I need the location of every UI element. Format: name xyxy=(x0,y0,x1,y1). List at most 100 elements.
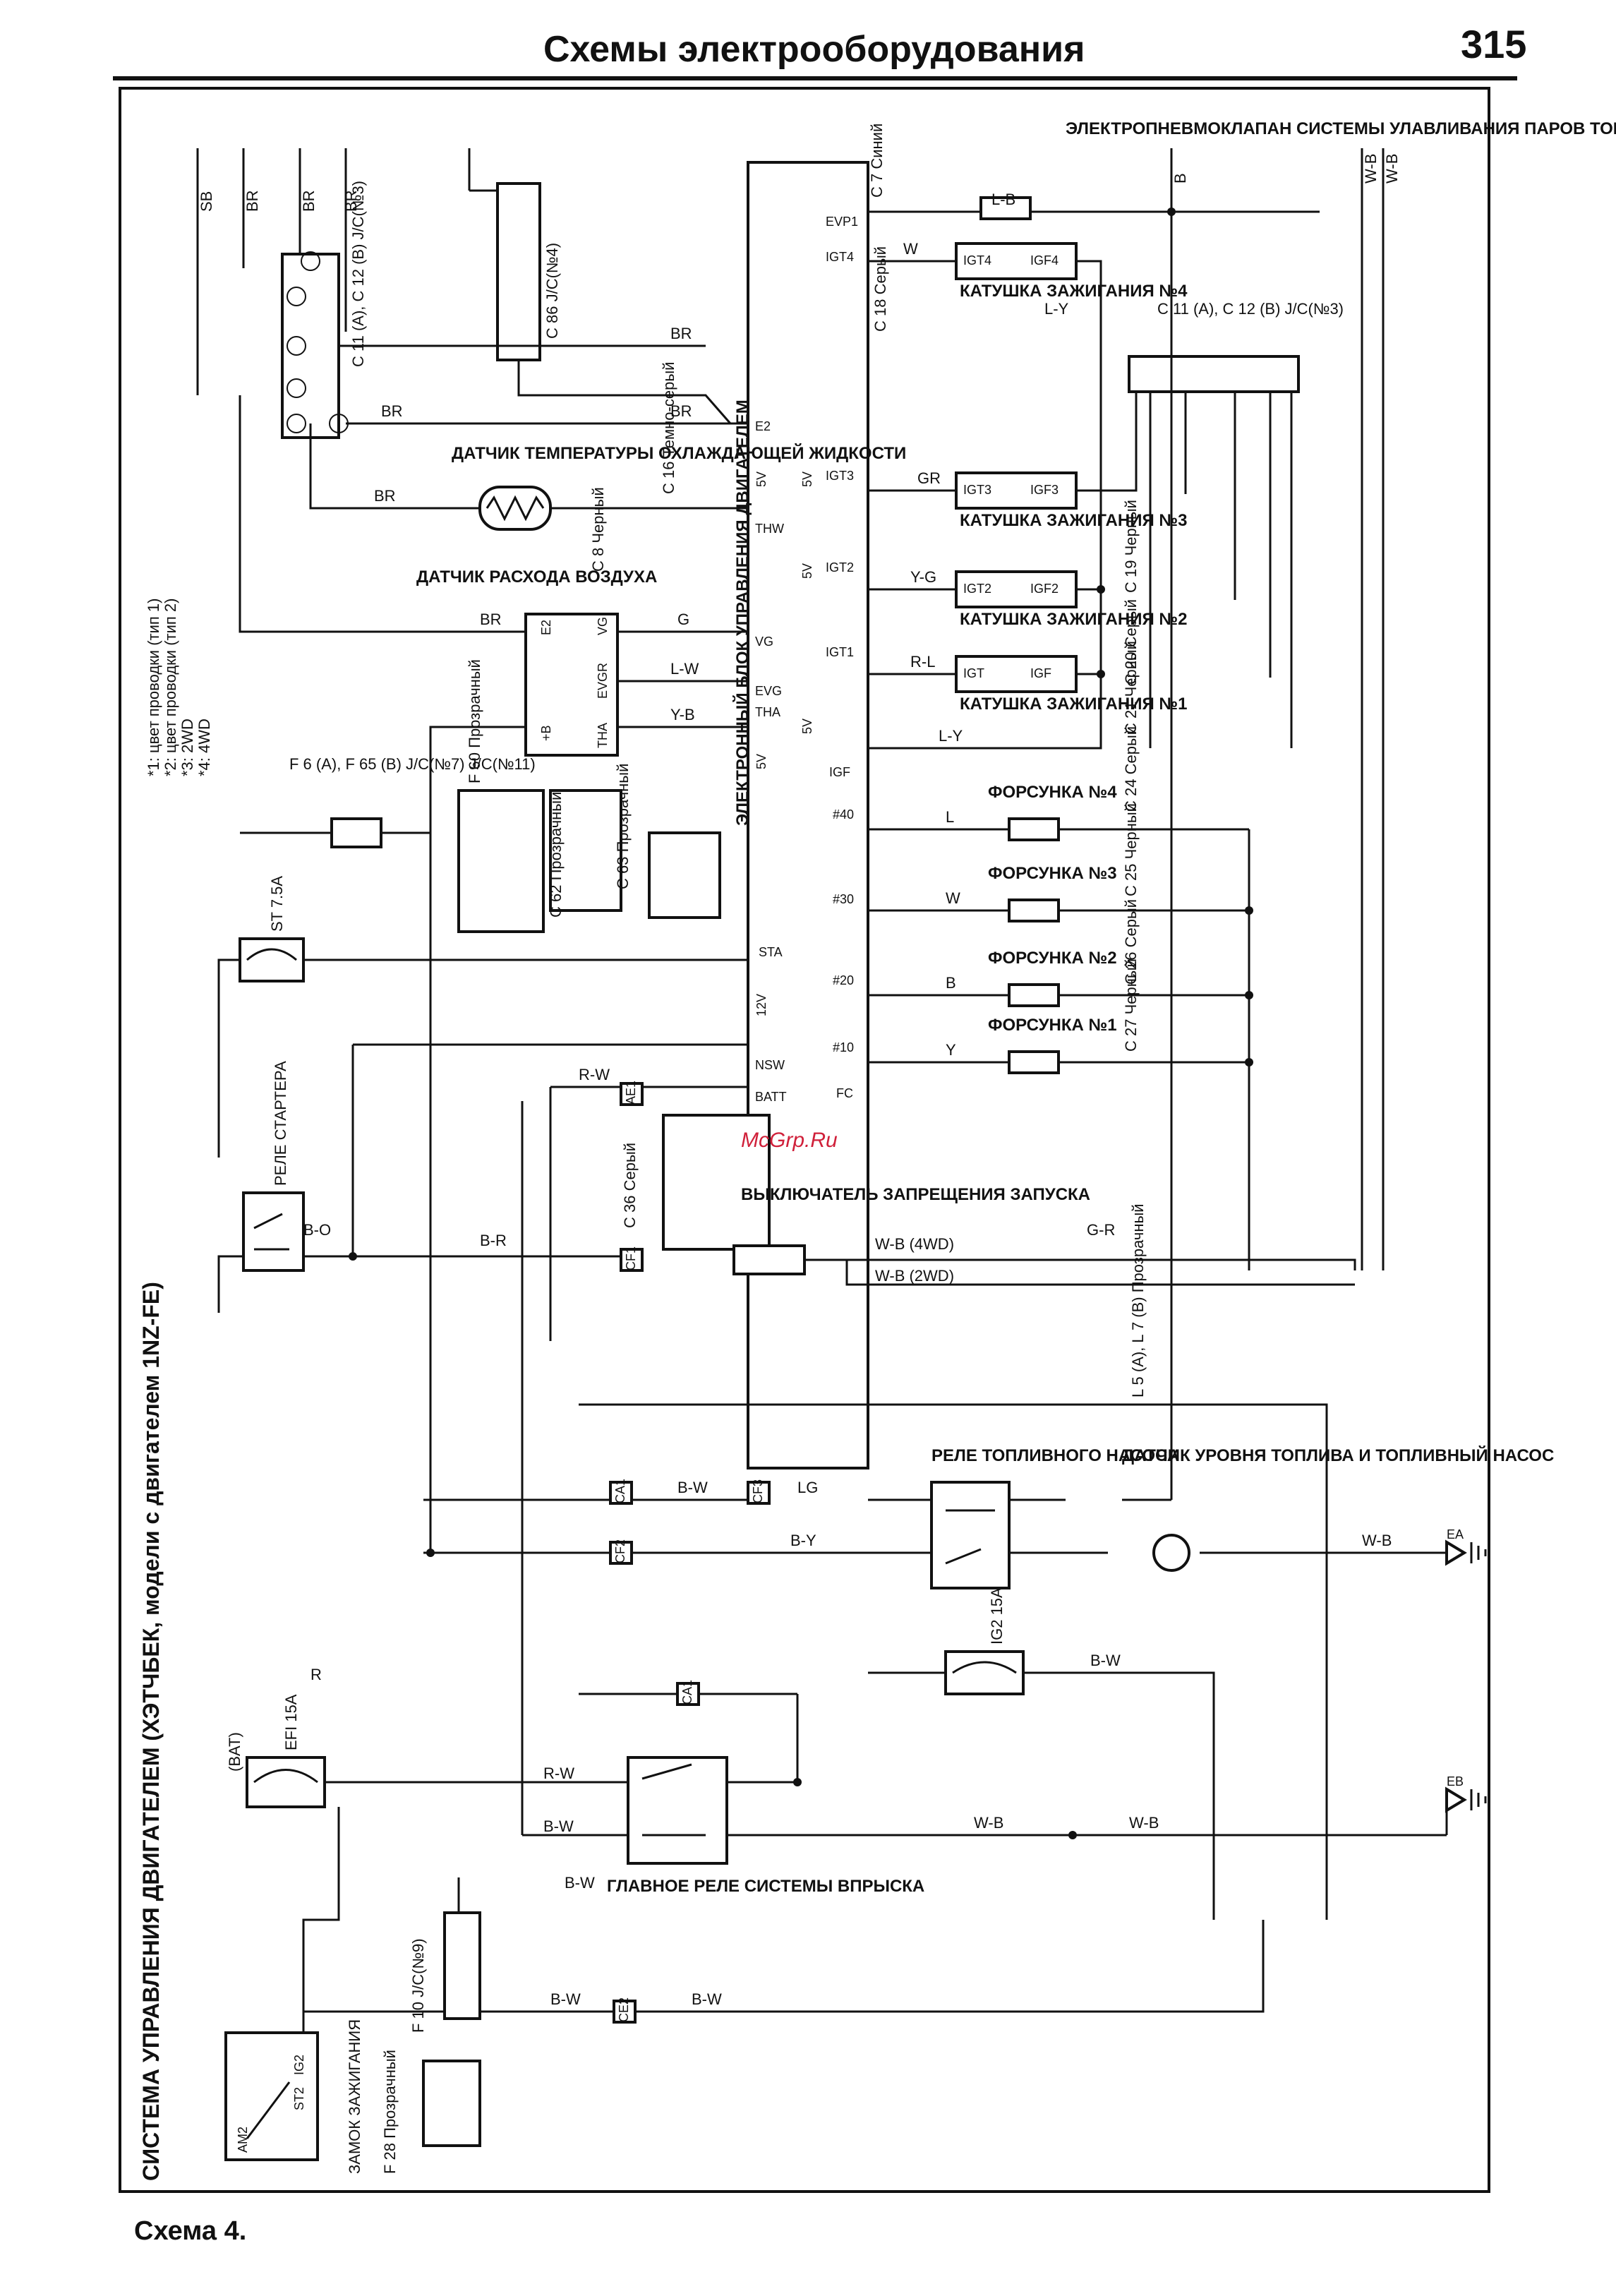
ecu-voltage-12v: 12V xyxy=(754,994,768,1016)
coil4-label: КАТУШКА ЗАЖИГАНИЯ №4 xyxy=(960,282,1188,301)
figure-caption: Схема 4. xyxy=(134,2216,247,2246)
injector1-connector-label: C 27 Черный xyxy=(1122,958,1140,1052)
top-wire-stubs: SB BR BR BR B W-B W-B xyxy=(196,148,1401,1270)
wire-label-wb-ea: W-B xyxy=(1362,1532,1392,1549)
fuel-pump-relay-label: РЕЛЕ ТОПЛИВНОГО НАСОСА xyxy=(931,1446,1179,1465)
ecu-voltage-5: 5V xyxy=(754,754,768,769)
fuse-ig2: IG2 15A xyxy=(868,1587,1215,1920)
ecu-terminal-evp1: EVP1 xyxy=(826,215,858,229)
ecu-terminals: EVP1 IGT4 E2 THW IGT3 IGT2 VG IGT1 EVG T… xyxy=(755,215,858,1104)
wire-label-b-inj2: B xyxy=(946,974,956,992)
wire-label-r: R xyxy=(310,1666,322,1683)
injectors: ФОРСУНКА №4 ФОРСУНКА №3 ФОРСУНКА №2 ФОРС… xyxy=(868,726,1250,1270)
ignition-coil-2: IGT2 IGF2 КАТУШКА ЗАЖИГАНИЯ №2 xyxy=(868,570,1187,629)
wire-label-lg: LG xyxy=(797,1479,818,1496)
jc7-11-block xyxy=(330,817,382,848)
ecu-terminal-igt2: IGT2 xyxy=(826,560,854,575)
watermark: McGrp.Ru xyxy=(741,1129,838,1152)
ecu-terminal-thw: THW xyxy=(755,522,784,536)
wire-label-yb: Y-B xyxy=(670,706,695,723)
coil4-igt: IGT4 xyxy=(963,253,991,268)
maf-pin-tha: THA xyxy=(596,723,610,748)
evap-valve: ЭЛЕКТРОПНЕВМОКЛАПАН СИСТЕМЫ УЛАВЛИВАНИЯ … xyxy=(868,119,1616,220)
coil4-connector-label: C 18 Серый xyxy=(872,246,889,332)
tag-ce2: CE2 xyxy=(617,1997,631,2022)
junction-dots xyxy=(349,208,1253,1839)
wire-label-wb-top-2: W-B xyxy=(1383,154,1401,184)
ecu-voltage-4: 5V xyxy=(800,719,814,734)
ignition-coil-4: IGT4 IGF4 КАТУШКА ЗАЖИГАНИЯ №4 xyxy=(868,242,1188,423)
wire-label-gr: GR xyxy=(917,469,941,487)
wire-label-lb: L-B xyxy=(991,191,1015,208)
tag-cf1: CF1 xyxy=(624,1246,638,1270)
ecu-terminal-30: #30 xyxy=(833,892,854,906)
footnotes: *1: цвет проводки (тип 1) *2: цвет прово… xyxy=(145,599,213,776)
wire-label-bw-1: B-W xyxy=(677,1479,708,1496)
injector2-connector-label: C 26 Серый xyxy=(1122,899,1140,985)
maf-pin-plusb: +B xyxy=(539,725,553,741)
ecu-terminal-sta: STA xyxy=(759,945,783,959)
ground-eb: EB xyxy=(1445,1774,1487,1813)
ecu-terminal-igt1: IGT1 xyxy=(826,645,854,659)
fuse-efi-label: EFI 15A xyxy=(282,1694,300,1750)
coil1-connector-label: C 21 Черный xyxy=(1122,641,1140,734)
ecu-terminal-evg: EVG xyxy=(755,684,782,698)
ecu-terminal-igt4: IGT4 xyxy=(826,250,854,264)
evap-valve-label: ЭЛЕКТРОПНЕВМОКЛАПАН СИСТЕМЫ УЛАВЛИВАНИЯ … xyxy=(1066,119,1616,138)
ecu-terminal-batt: BATT xyxy=(755,1090,787,1104)
fuel-gauge-pump: ДАТЧИК УРОВНЯ ТОПЛИВА И ТОПЛИВНЫЙ НАСОС … xyxy=(1122,1203,1554,1572)
injector3-label: ФОРСУНКА №3 xyxy=(988,864,1117,883)
wire-label-w-inj3: W xyxy=(946,889,960,907)
injector1-label: ФОРСУНКА №1 xyxy=(988,1016,1117,1035)
coil2-igt: IGT2 xyxy=(963,582,991,596)
igf-bus xyxy=(868,423,1102,750)
coolant-sensor-label: ДАТЧИК ТЕМПЕРАТУРЫ ОХЛАЖДАЮЩЕЙ ЖИДКОСТИ xyxy=(452,443,906,463)
coolant-sensor: ДАТЧИК ТЕМПЕРАТУРЫ ОХЛАЖДАЮЩЕЙ ЖИДКОСТИ … xyxy=(452,362,906,531)
jc7-11-label: F 6 (A), F 65 (B) J/C(№7) J/C(№11) xyxy=(289,755,536,773)
jc9-block: F 10 J/C(№9) xyxy=(303,1877,1265,2033)
maf-connector-label: C 8 Черный xyxy=(589,487,607,572)
ecu-terminal-tha: THA xyxy=(755,705,780,719)
wiring-note-2wd: W-B (2WD) xyxy=(875,1267,954,1285)
wire-label-lw: L-W xyxy=(670,660,699,678)
ignition-switch: IG2 ST2 AM2 ЗАМОК ЗАЖИГАНИЯ F 28 Прозрач… xyxy=(224,1807,481,2174)
coil3-igt: IGT3 xyxy=(963,483,991,497)
wire-label-sb: SB xyxy=(198,191,215,212)
coil1-label: КАТУШКА ЗАЖИГАНИЯ №1 xyxy=(960,695,1187,714)
wire-label-br-h2: BR xyxy=(374,487,396,505)
wire-label-br-h3: BR xyxy=(670,325,692,342)
wire-label-b-top: B xyxy=(1171,173,1189,184)
wire-label-bw-main: B-W xyxy=(543,1817,574,1835)
jc3-left-label: C 11 (A), C 12 (B) J/C(№3) xyxy=(349,181,367,367)
wire-label-ly-igf: L-Y xyxy=(939,727,963,745)
wire-color-labels: BR BR BR BR BR L-B W L-Y GR Y-G R-L G L-… xyxy=(303,191,1392,2008)
evap-connector-label: C 7 Синий xyxy=(868,124,886,198)
tag-ca1-2: CA1 xyxy=(680,1680,694,1705)
jc4-label: C 86 J/C(№4) xyxy=(543,243,561,339)
inhibitor-switch: ВЫКЛЮЧАТЕЛЬ ЗАПРЕЩЕНИЯ ЗАПУСКА C 36 Серы… xyxy=(621,1114,1356,1286)
tag-cf3: CF3 xyxy=(751,1479,765,1503)
wiring-note-4wd: W-B (4WD) xyxy=(875,1235,954,1253)
side-title: СИСТЕМА УПРАВЛЕНИЯ ДВИГАТЕЛЕМ (ХЭТЧБЕК, … xyxy=(138,1282,164,2181)
page-number: 315 xyxy=(1461,22,1527,66)
fuse-efi-source: (BAT) xyxy=(226,1732,243,1772)
ecu-terminal-vg: VG xyxy=(755,635,773,649)
coil1-igt: IGT xyxy=(963,666,984,680)
fuse-ig2-label: IG2 15A xyxy=(988,1587,1006,1645)
coil3-label: КАТУШКА ЗАЖИГАНИЯ №3 xyxy=(960,511,1187,530)
ecu-label: ЭЛЕКТРОННЫЙ БЛОК УПРАВЛЕНИЯ ДВИГАТЕЛЕМ xyxy=(732,399,752,826)
wire-label-wb-mid: W-B xyxy=(974,1814,1003,1832)
starter-relay-label: РЕЛЕ СТАРТЕРА xyxy=(272,1061,289,1186)
maf-sensor-label: ДАТЧИК РАСХОДА ВОЗДУХА xyxy=(416,567,657,587)
coil3-igf: IGF3 xyxy=(1030,483,1059,497)
ecu-voltages: 5V 5V 5V 5V 5V 12V xyxy=(754,471,814,1016)
jc9-label: F 10 J/C(№9) xyxy=(409,1938,427,2033)
wire-label-by: B-Y xyxy=(790,1532,816,1549)
page-title: Схемы электрооборудования xyxy=(543,29,1085,70)
footnote-2: *2: цвет проводки (тип 2) xyxy=(162,599,179,776)
maf-pin-evgr: EVGR xyxy=(596,663,610,699)
main-relay: ГЛАВНОЕ РЕЛЕ СИСТЕМЫ ВПРЫСКА xyxy=(521,1101,1448,1896)
ecu-terminal-20: #20 xyxy=(833,973,854,987)
wire-label-br-1: BR xyxy=(243,190,261,212)
fuse-st: ST 7.5A xyxy=(217,876,748,1158)
